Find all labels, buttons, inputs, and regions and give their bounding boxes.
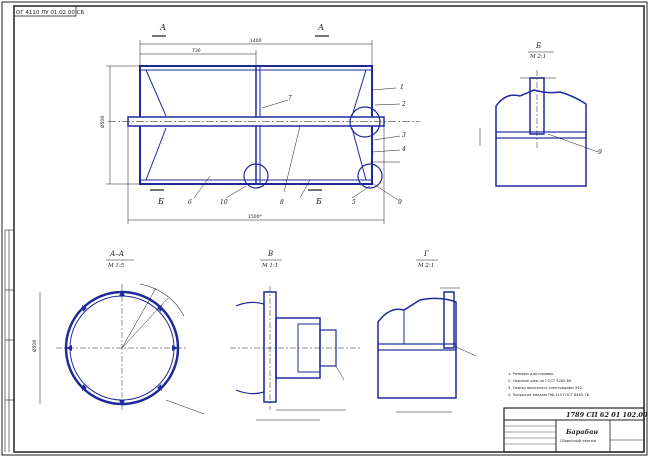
part-number: 5 <box>352 199 356 206</box>
detail-circle-b <box>349 106 381 138</box>
part-number: 10 <box>220 199 228 206</box>
view-g: Г М 2:1 <box>377 250 477 413</box>
part-number: 2 <box>401 101 406 108</box>
section-a-left: А <box>159 23 166 32</box>
part-number: 8 <box>280 199 284 206</box>
view-v-letter: В <box>267 250 273 258</box>
code-stamp: ОГ 4110 ЛУ 01.02.00 СБ <box>16 10 84 16</box>
dim-height: Ø508 <box>31 340 38 352</box>
section-b-right: Б <box>315 197 322 206</box>
code-stamp-box <box>13 5 77 17</box>
part-number: 6 <box>188 199 192 206</box>
inner-frame <box>13 5 645 453</box>
part-number: 1 <box>400 84 404 91</box>
left-margin-strip <box>4 229 14 452</box>
drawing-subtitle: Сборочный чертеж <box>560 439 597 443</box>
view-aa: А–А М 1:5 Ø508 <box>31 250 205 415</box>
view-b-scale: М 2:1 <box>529 54 546 60</box>
detail-circle-g <box>357 163 383 189</box>
view-aa-letter: А–А <box>109 250 124 258</box>
note-2: 2. Сварные швы по ГОСТ 5264-80. <box>508 379 572 383</box>
detail-circle-v <box>243 163 269 189</box>
dim-height: Ø508 <box>99 116 106 128</box>
dim-bottom: 1500* <box>248 214 262 220</box>
view-v: В М 1:1 <box>230 250 360 421</box>
dim-top-inner: 730 <box>192 48 201 54</box>
drawing-name: Барабан <box>565 428 598 436</box>
technical-notes: 1. Размеры для справок. 2. Сварные швы п… <box>508 372 590 397</box>
view-g-scale: М 2:1 <box>417 263 434 269</box>
view-g-letter: Г <box>423 250 429 258</box>
part-number: 9 <box>398 199 402 206</box>
dim-top-outer: 1400 <box>250 38 262 44</box>
view-b-letter: Б <box>535 42 541 50</box>
drawing-designation: 1789 СП 62 01 102.00 СБ <box>566 411 650 419</box>
part-number: 7 <box>288 95 292 102</box>
main-view: 1400 730 Ø508 1500* А А Б Б <box>99 23 420 224</box>
note-3: 3. Сварку выполнять электродами Э42. <box>508 386 583 390</box>
note-1: 1. Размеры для справок. <box>508 372 555 376</box>
part-number: 9 <box>598 149 602 156</box>
title-block <box>503 407 645 453</box>
view-b: Б М 2:1 9 <box>479 42 602 187</box>
section-a-right: А <box>317 23 324 32</box>
part-number: 3 <box>402 132 406 139</box>
section-b-left: Б <box>157 197 164 206</box>
note-4: 4. Покрытие эмалью ПФ-115 ГОСТ 6465-76. <box>508 393 590 397</box>
part-number: 4 <box>401 146 406 153</box>
view-v-scale: М 1:1 <box>261 263 278 269</box>
view-aa-scale: М 1:5 <box>107 263 125 269</box>
